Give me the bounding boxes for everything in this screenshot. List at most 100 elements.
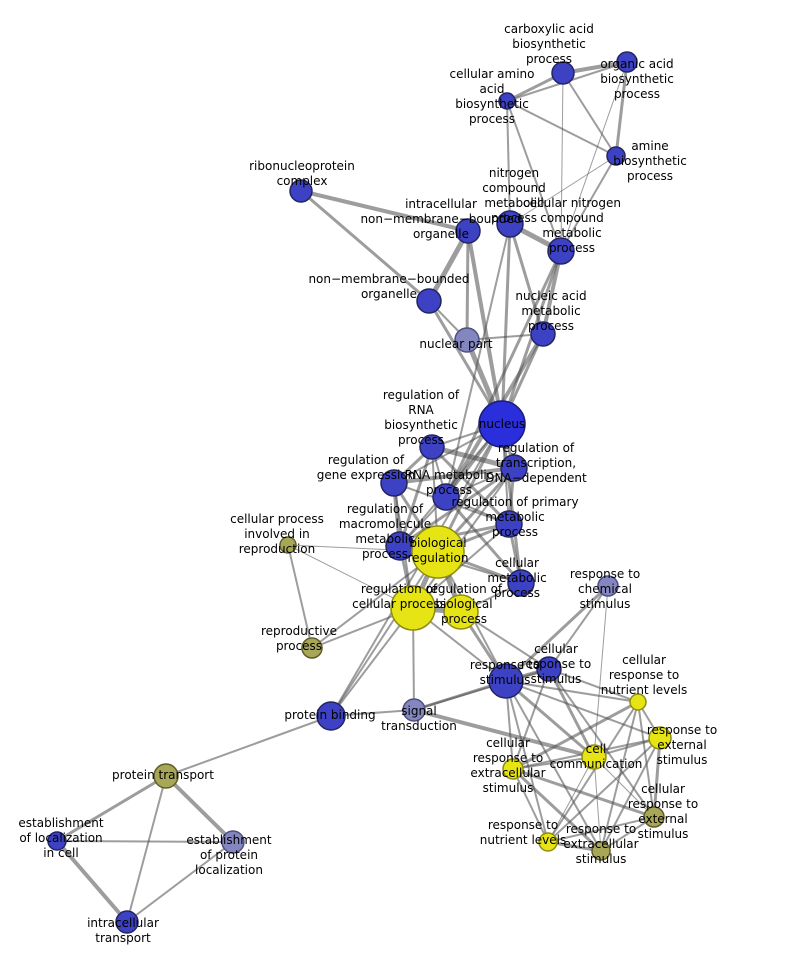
edge-establishment_of_protein_localization--intracellular_transport bbox=[126, 841, 234, 923]
node-intracellular_transport[interactable] bbox=[115, 910, 139, 934]
edge-protein_transport--establishment_of_protein_localization bbox=[164, 774, 235, 844]
node-rna_metabolic_process[interactable] bbox=[432, 483, 460, 511]
node-cellular_response_to_external_stimulus[interactable] bbox=[643, 806, 665, 828]
edge-response_to_chemical_stimulus--cellular_response_to_stimulus bbox=[548, 585, 609, 670]
edge-cell_communication--response_to_extracellular_stimulus bbox=[593, 756, 602, 852]
node-reproductive_process[interactable] bbox=[301, 637, 323, 659]
edge-cellular_response_to_nutrient_levels--response_to_nutrient_levels bbox=[547, 701, 639, 843]
edge-cellular_response_to_stimulus--cellular_response_to_external_stimulus bbox=[548, 668, 655, 818]
edge-protein_binding--protein_transport bbox=[165, 715, 332, 777]
edge-cellular_response_to_extracellular_stimulus--response_to_extracellular_stimulus bbox=[511, 767, 603, 853]
node-regulation_of_biological_process[interactable] bbox=[443, 594, 479, 630]
node-ribonucleoprotein_complex[interactable] bbox=[289, 179, 313, 203]
edge-response_to_external_stimulus--response_to_nutrient_levels bbox=[547, 737, 661, 843]
edge-response_to_chemical_stimulus--cell_communication bbox=[593, 585, 609, 758]
node-response_to_chemical_stimulus[interactable] bbox=[597, 575, 619, 597]
edge-cellular_response_to_extracellular_stimulus--cellular_response_to_external_stimulus bbox=[511, 767, 656, 819]
node-regulation_of_primary_metabolic_process[interactable] bbox=[495, 510, 523, 538]
node-establishment_of_protein_localization[interactable] bbox=[221, 830, 245, 854]
edge-cell_communication--response_to_nutrient_levels bbox=[547, 756, 595, 843]
node-regulation_of_rna_biosynthetic_process[interactable] bbox=[419, 434, 445, 460]
node-nucleus[interactable] bbox=[478, 400, 526, 448]
node-nucleic_acid_metabolic_process[interactable] bbox=[530, 321, 556, 347]
edge-carboxylic_acid_biosynthetic_process--cellular_nitrogen_compound_metabolic_process bbox=[560, 72, 564, 252]
edge-nitrogen_compound_metabolic_process--nucleus bbox=[500, 222, 512, 426]
node-signal_transduction[interactable] bbox=[402, 698, 426, 722]
node-label-nucleus: nucleus bbox=[479, 417, 525, 431]
node-protein_transport[interactable] bbox=[153, 763, 179, 789]
edge-establishment_of_localization_in_cell--establishment_of_protein_localization bbox=[56, 840, 234, 843]
edge-intracellular_non_membrane_bounded_organelle--nuclear_part bbox=[465, 229, 470, 342]
node-amine_biosynthetic_process[interactable] bbox=[606, 146, 626, 166]
edge-response_to_external_stimulus--response_to_extracellular_stimulus bbox=[600, 737, 661, 852]
node-cellular_nitrogen_compound_metabolic_process[interactable] bbox=[547, 237, 575, 265]
node-response_to_external_stimulus[interactable] bbox=[648, 726, 672, 750]
node-cellular_response_to_nutrient_levels[interactable] bbox=[629, 693, 647, 711]
node-nitrogen_compound_metabolic_process[interactable] bbox=[496, 210, 524, 238]
edge-regulation_of_transcription_dna_dependent--regulation_of_gene_expression bbox=[392, 466, 516, 485]
node-cellular_response_to_stimulus[interactable] bbox=[536, 656, 562, 682]
node-response_to_extracellular_stimulus[interactable] bbox=[591, 841, 611, 861]
node-cell_communication[interactable] bbox=[581, 744, 607, 770]
node-regulation_of_transcription_dna_dependent[interactable] bbox=[500, 454, 528, 482]
node-protein_binding[interactable] bbox=[316, 701, 346, 731]
edge-ribonucleoprotein_complex--intracellular_non_membrane_bounded_organelle bbox=[299, 189, 470, 233]
node-cellular_amino_acid_biosynthetic_process[interactable] bbox=[498, 92, 516, 110]
edge-regulation_of_rna_biosynthetic_process--regulation_of_macromolecule_metabolic_process bbox=[398, 445, 434, 548]
edge-carboxylic_acid_biosynthetic_process--amine_biosynthetic_process bbox=[562, 72, 617, 157]
edge-organic_acid_biosynthetic_process--amine_biosynthetic_process bbox=[614, 60, 629, 158]
node-intracellular_non_membrane_bounded_organelle[interactable] bbox=[455, 218, 481, 244]
node-establishment_of_localization_in_cell[interactable] bbox=[47, 831, 67, 851]
node-regulation_of_cellular_process[interactable] bbox=[390, 585, 436, 631]
edge-response_to_stimulus--cellular_response_to_nutrient_levels bbox=[505, 680, 639, 703]
edge-cellular_response_to_stimulus--cell_communication bbox=[547, 667, 596, 759]
node-carboxylic_acid_biosynthetic_process[interactable] bbox=[551, 61, 575, 85]
edge-layer bbox=[55, 60, 662, 924]
node-regulation_of_gene_expression[interactable] bbox=[380, 469, 408, 497]
node-cellular_process_involved_in_reproduction[interactable] bbox=[279, 536, 297, 554]
node-non_membrane_bounded_organelle[interactable] bbox=[416, 288, 442, 314]
node-response_to_stimulus[interactable] bbox=[488, 663, 524, 699]
edge-response_to_stimulus--cell_communication bbox=[504, 679, 596, 759]
edge-cellular_response_to_nutrient_levels--cellular_response_to_external_stimulus bbox=[637, 701, 655, 818]
node-label-protein_binding: protein binding bbox=[284, 708, 375, 722]
edge-protein_binding--nucleus bbox=[330, 423, 503, 717]
edge-cellular_nitrogen_compound_metabolic_process--nucleic_acid_metabolic_process bbox=[541, 249, 563, 336]
edge-response_to_nutrient_levels--cellular_response_to_external_stimulus bbox=[547, 816, 655, 843]
node-biological_regulation[interactable] bbox=[411, 525, 465, 579]
node-layer bbox=[47, 51, 672, 934]
edge-amine_biosynthetic_process--nitrogen_compound_metabolic_process bbox=[509, 155, 617, 225]
node-cellular_metabolic_process[interactable] bbox=[507, 569, 535, 597]
node-response_to_nutrient_levels[interactable] bbox=[538, 832, 558, 852]
edge-cellular_response_to_stimulus--cellular_response_to_nutrient_levels bbox=[548, 668, 639, 703]
node-cellular_response_to_extracellular_stimulus[interactable] bbox=[502, 758, 524, 780]
node-organic_acid_biosynthetic_process[interactable] bbox=[616, 51, 638, 73]
edge-response_to_stimulus--response_to_external_stimulus bbox=[505, 680, 661, 739]
edge-protein_transport--intracellular_transport bbox=[126, 775, 167, 923]
node-nuclear_part[interactable] bbox=[454, 327, 480, 353]
